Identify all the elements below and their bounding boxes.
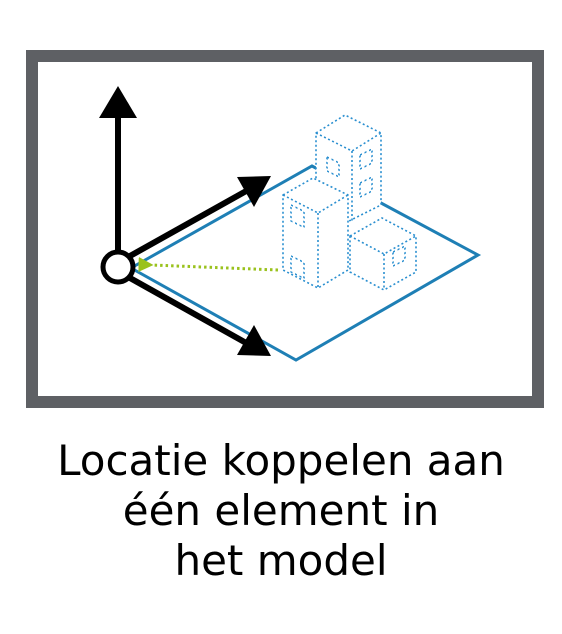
frame-icon: [26, 50, 544, 408]
caption-line-3: het model: [174, 536, 388, 585]
caption: Locatie koppelen aan één element in het …: [0, 436, 562, 586]
buildings-icon: [282, 114, 417, 291]
coordinate-axes-icon: [99, 86, 271, 356]
caption-line-1: Locatie koppelen aan: [57, 436, 505, 485]
caption-line-2: één element in: [122, 486, 440, 535]
link-arrow-icon: [138, 256, 279, 272]
